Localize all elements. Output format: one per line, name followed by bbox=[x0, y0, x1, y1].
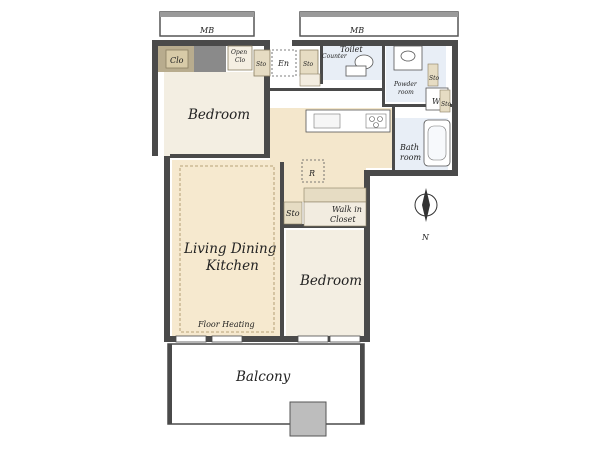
open-clo-label-2: Clo bbox=[235, 57, 246, 64]
storage-units: Clo Open Clo Sto En Sto Counter bbox=[165, 45, 348, 87]
kitchen-counter bbox=[305, 109, 391, 133]
clo-label: Clo bbox=[170, 56, 184, 65]
bath-label: Bath bbox=[399, 143, 419, 152]
powder-label-2: room bbox=[398, 89, 414, 96]
sto-powder-label: Sto bbox=[429, 75, 440, 82]
mb-right: MB bbox=[299, 11, 459, 37]
north-label: N bbox=[421, 233, 430, 242]
bedroom-1-label: Bedroom bbox=[187, 107, 250, 123]
open-clo-label: Open bbox=[231, 49, 247, 56]
mb-left-label: MB bbox=[199, 26, 214, 35]
walkin-label-2: Closet bbox=[330, 215, 356, 224]
compass-icon: N bbox=[414, 188, 438, 242]
ldk-label-2: Kitchen bbox=[205, 258, 259, 274]
washer-label: W bbox=[432, 97, 441, 106]
fridge-area: R Sto Walk in Closet bbox=[283, 159, 367, 227]
sto-washer-label: Sto bbox=[441, 101, 452, 108]
windows bbox=[175, 335, 361, 343]
balcony-label: Balcony bbox=[235, 369, 291, 385]
floor-heating-label: Floor Heating bbox=[197, 320, 255, 329]
counter-label: Counter bbox=[322, 53, 348, 60]
sto-label-2: Sto bbox=[303, 61, 314, 68]
powder-room: Powder room Sto W Sto bbox=[393, 45, 452, 113]
sto-entry-label: Sto bbox=[256, 61, 267, 68]
fridge-label: R bbox=[308, 169, 315, 178]
floor-heating-zone bbox=[179, 165, 275, 333]
toilet-label: Toilet bbox=[340, 45, 363, 54]
bath-label-2: room bbox=[400, 153, 421, 162]
ldk-label: Living Dining bbox=[183, 241, 277, 257]
walkin-label: Walk in bbox=[332, 205, 362, 214]
mb-left: MB bbox=[159, 11, 255, 37]
balcony: Balcony bbox=[167, 343, 365, 437]
mb-right-label: MB bbox=[349, 26, 364, 35]
toilet-room: Toilet bbox=[340, 45, 374, 77]
powder-label: Powder bbox=[393, 81, 418, 88]
entry-label: En bbox=[277, 59, 289, 68]
bedroom-2-label: Bedroom bbox=[299, 273, 362, 289]
bathroom: Bath room bbox=[399, 119, 451, 167]
sto-label-3: Sto bbox=[286, 209, 300, 218]
